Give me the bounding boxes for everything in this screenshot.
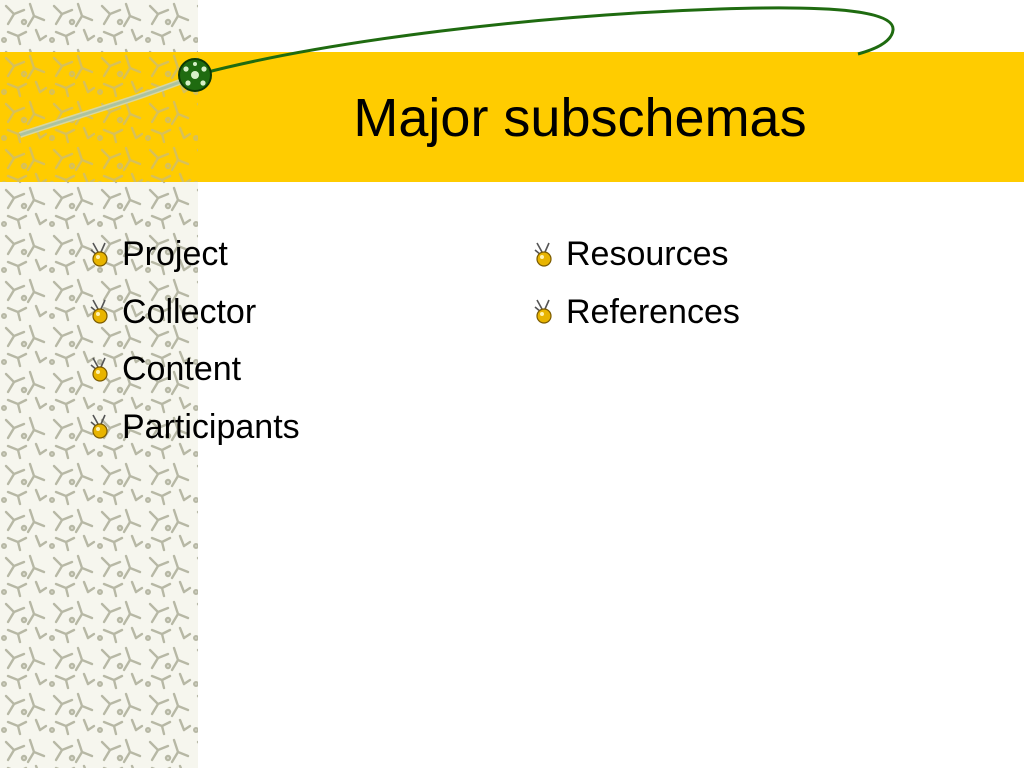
list-item: Resources [532,226,740,284]
list-item-label: Participants [122,407,300,446]
molecule-pattern-overlay [0,52,198,182]
bug-bullet-icon [534,299,552,324]
list-item-label: Project [122,235,228,274]
slide-title: Major subschemas [353,88,807,148]
list-item-label: Resources [566,235,729,274]
list-item: Project [88,226,300,284]
bug-bullet-icon [90,414,108,439]
list-item: Collector [88,284,300,342]
list-item: Participants [88,399,300,457]
bullet-list-right: Resources References [532,226,740,341]
list-item: Content [88,341,300,399]
green-swoosh-decoration [19,6,895,138]
bug-bullet-icon [90,357,108,382]
molecule-orb-icon [178,58,212,92]
list-item-label: Collector [122,292,257,331]
bullet-list-left: Project Collector Content Par [88,226,300,456]
bug-bullet-icon [90,242,108,267]
bug-bullet-icon [90,299,108,324]
bug-bullet-icon [534,242,552,267]
list-item: References [532,284,740,342]
list-item-label: Content [122,350,242,389]
list-item-label: References [566,292,740,331]
